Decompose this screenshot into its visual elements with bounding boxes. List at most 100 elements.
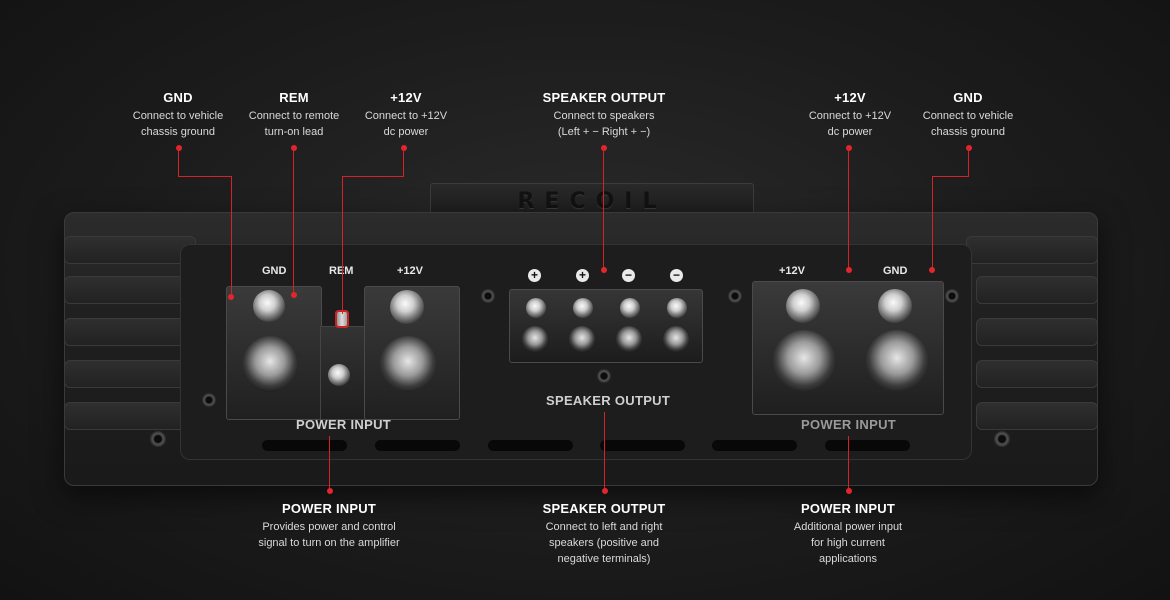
leader-line: [342, 176, 404, 177]
callout-title: GND: [953, 90, 983, 105]
panel-screw: [597, 369, 611, 383]
callout-title: SPEAKER OUTPUT: [542, 501, 666, 516]
panel-screw: [945, 289, 959, 303]
heatsink-fin: [64, 360, 186, 388]
speaker-right-pos-socket[interactable]: [616, 326, 642, 352]
heatsink-fin: [976, 402, 1098, 430]
right-section-label: POWER INPUT: [801, 417, 897, 432]
panel-screw: [481, 289, 495, 303]
callout-title: REM: [279, 90, 309, 105]
heatsink-fin: [64, 402, 186, 430]
speaker-left-neg-socket[interactable]: [569, 326, 595, 352]
leader-dot: [966, 145, 972, 151]
gnd-right-wire-socket[interactable]: [866, 330, 928, 392]
gnd-wire-socket[interactable]: [243, 336, 297, 392]
panel-screw: [202, 393, 216, 407]
leader-dot: [291, 145, 297, 151]
terminal-label-12v-right: +12V: [779, 265, 805, 277]
leader-line: [293, 148, 294, 294]
leader-line: [342, 176, 343, 314]
vent-slot: [375, 440, 460, 451]
leader-line: [178, 176, 232, 177]
speaker-right-pos-screw[interactable]: [620, 298, 640, 318]
callout-speaker-output-bottom: SPEAKER OUTPUT Connect to left and right…: [514, 501, 694, 567]
leader-dot: [327, 488, 333, 494]
vent-slot: [488, 440, 573, 451]
leader-line: [329, 436, 330, 491]
callout-speaker-output-top: SPEAKER OUTPUT Connect to speakers(Left …: [522, 90, 686, 140]
speaker-left-pos-socket[interactable]: [522, 326, 548, 352]
leader-line: [932, 176, 933, 268]
heatsink-fin: [64, 236, 196, 264]
speaker-right-neg-socket[interactable]: [663, 326, 689, 352]
12v-left-set-screw[interactable]: [390, 290, 424, 324]
leader-line: [968, 148, 969, 176]
callout-desc: Connect to speakers(Left + − Right + −): [553, 110, 655, 138]
terminal-label-gnd-left: GND: [262, 265, 287, 277]
minus-sign-icon: −: [670, 269, 683, 282]
callout-title: GND: [163, 90, 193, 105]
leader-dot: [228, 294, 234, 300]
left-section-label: POWER INPUT: [296, 417, 392, 432]
callout-title: +12V: [390, 90, 422, 105]
leader-line: [403, 148, 404, 176]
heatsink-fin: [966, 236, 1098, 264]
heatsink-fin: [976, 276, 1098, 304]
leader-dot: [846, 145, 852, 151]
leader-dot: [601, 267, 607, 273]
callout-title: SPEAKER OUTPUT: [542, 90, 666, 105]
terminal-label-gnd-right: GND: [883, 265, 908, 277]
leader-dot: [929, 267, 935, 273]
minus-sign-icon: −: [622, 269, 635, 282]
12v-left-wire-socket[interactable]: [380, 336, 436, 392]
leader-dot: [846, 267, 852, 273]
gnd-set-screw[interactable]: [253, 290, 285, 322]
callout-title: POWER INPUT: [282, 501, 376, 516]
rem-set-screw[interactable]: [335, 310, 349, 328]
12v-right-set-screw[interactable]: [786, 289, 820, 323]
callout-title: +12V: [834, 90, 866, 105]
vent-slot: [600, 440, 685, 451]
leader-dot: [846, 488, 852, 494]
terminal-label-rem: REM: [329, 265, 353, 277]
gnd-right-set-screw[interactable]: [878, 289, 912, 323]
brand-logo: RECOIL: [517, 189, 667, 214]
leader-line: [932, 176, 969, 177]
left-power-terminal-block: [226, 286, 460, 420]
leader-line: [604, 412, 605, 491]
terminal-label-12v-left: +12V: [397, 265, 423, 277]
rem-wire-socket[interactable]: [328, 364, 350, 386]
leader-dot: [291, 292, 297, 298]
plus-sign-icon: +: [528, 269, 541, 282]
middle-section-label: SPEAKER OUTPUT: [546, 393, 671, 408]
leader-dot: [601, 145, 607, 151]
plus-sign-icon: +: [576, 269, 589, 282]
panel-screw: [728, 289, 742, 303]
vent-slot: [262, 440, 347, 451]
heatsink-fin: [64, 276, 186, 304]
callout-title: POWER INPUT: [801, 501, 895, 516]
leader-line: [848, 436, 849, 491]
leader-line: [231, 176, 232, 296]
leader-dot: [176, 145, 182, 151]
12v-right-wire-socket[interactable]: [773, 330, 835, 392]
vent-slot: [712, 440, 797, 451]
speaker-left-neg-screw[interactable]: [573, 298, 593, 318]
leader-line: [603, 148, 604, 270]
speaker-right-neg-screw[interactable]: [667, 298, 687, 318]
heatsink-fin: [976, 360, 1098, 388]
speaker-left-pos-screw[interactable]: [526, 298, 546, 318]
